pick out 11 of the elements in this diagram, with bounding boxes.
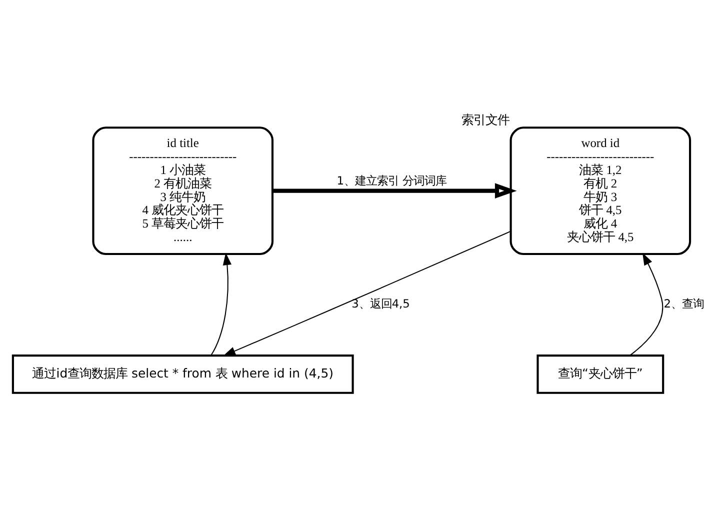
arrow: [630, 252, 664, 356]
arrow: [272, 183, 517, 198]
node-box: 查询“夹心饼干”: [536, 354, 664, 394]
arrow: [223, 230, 511, 356]
edge-label: 1、建立索引 分词词库: [336, 173, 447, 188]
node-box: id title -------------------------- 1 小油菜 2 有机油菜 3 纯牛奶 4 威化夹心饼干 5 草莓夹心饼干 ......: [92, 126, 274, 256]
node-box: word id -------------------------- 油菜 1,2 有机 2 牛奶 3 饼干 4,5 威化 4 夹心饼干 4,5: [510, 126, 692, 256]
edge-label: 2、查询: [664, 296, 704, 311]
node-label: 索引文件: [461, 113, 510, 128]
arrow: [210, 252, 232, 356]
node-box: 通过id查询数据库 select * from 表 where id in (4,5): [12, 354, 354, 394]
